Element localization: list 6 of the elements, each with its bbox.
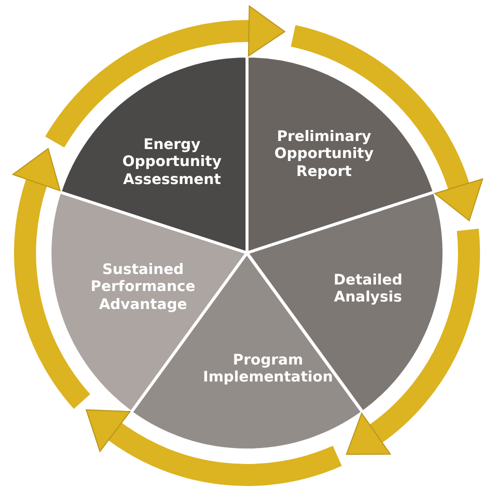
- segment-label: Program Implementation: [202, 352, 334, 388]
- pie-segment: [247, 56, 434, 253]
- segment-label: Energy Opportunity Assessment: [121, 136, 223, 190]
- segment-label: Preliminary Opportunity Report: [273, 128, 375, 182]
- segment-label: Sustained Performance Advantage: [90, 262, 196, 314]
- segment-label: Detailed Analysis: [332, 272, 404, 308]
